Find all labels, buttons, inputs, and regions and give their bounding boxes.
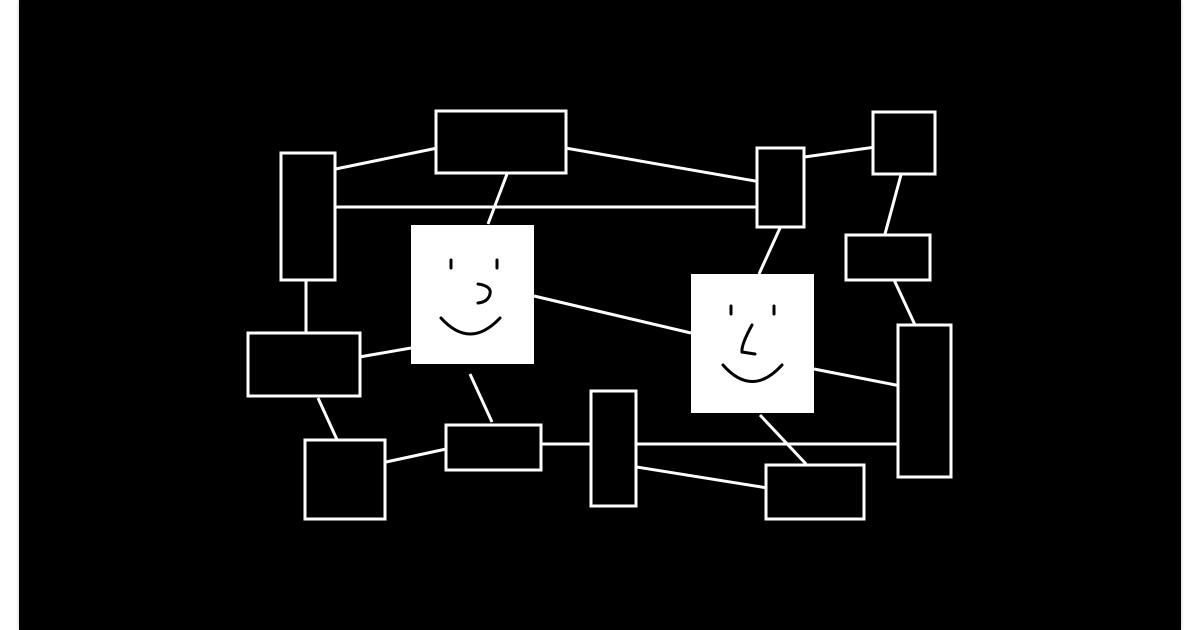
face-card-right xyxy=(691,274,814,413)
box-left-tall xyxy=(279,151,337,282)
connector-line xyxy=(547,143,785,188)
smiley-face-right xyxy=(691,274,814,413)
box-bottom-center-wide xyxy=(444,423,543,472)
boxes xyxy=(246,109,953,521)
box-bottom-center-tall xyxy=(589,389,638,508)
box-bottom-left-square xyxy=(303,438,387,521)
box-right-wide xyxy=(844,233,932,282)
connector-line xyxy=(468,373,494,423)
connector-line xyxy=(757,227,782,275)
smiley-face-icon xyxy=(721,304,784,383)
box-top-center xyxy=(434,109,568,175)
box-right-tall xyxy=(896,323,953,479)
connector-line xyxy=(623,463,781,492)
box-top-right xyxy=(871,110,937,176)
box-bottom-right-wide xyxy=(764,463,866,521)
box-left-wide xyxy=(246,331,362,398)
connector-line xyxy=(486,173,509,225)
connector-line xyxy=(320,143,453,174)
connector-line xyxy=(813,367,912,390)
smiley-face-icon xyxy=(439,258,502,336)
face-card-left xyxy=(411,225,534,364)
connector-line xyxy=(533,294,692,335)
box-middle-small xyxy=(755,146,806,229)
diagram-panel xyxy=(19,0,1181,630)
connector-line xyxy=(758,413,808,466)
smiley-face-left xyxy=(411,225,534,364)
